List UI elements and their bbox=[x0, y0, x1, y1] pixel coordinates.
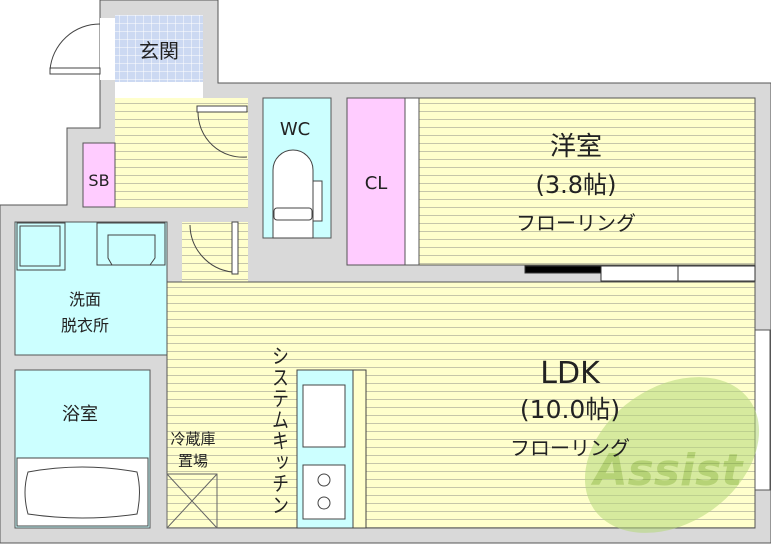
sb-storage[interactable] bbox=[82, 142, 116, 208]
stove-icon bbox=[302, 464, 346, 520]
ldk-size: (10.0帖) bbox=[520, 395, 620, 424]
wc-door[interactable] bbox=[196, 105, 248, 158]
cl-label: CL bbox=[365, 173, 388, 194]
entrance-door[interactable] bbox=[49, 18, 115, 80]
genkan-floor bbox=[115, 15, 203, 82]
hallway-door[interactable] bbox=[189, 221, 239, 275]
senmen-label-2: 脱衣所 bbox=[61, 316, 109, 335]
youshitsu-floor bbox=[418, 97, 756, 266]
sink-icon bbox=[302, 384, 346, 448]
kitchen-label: システムキッチン bbox=[268, 345, 288, 515]
youshitsu-name: 洋室 bbox=[550, 132, 602, 162]
fridge-label-2: 置場 bbox=[178, 452, 208, 470]
genkan-label: 玄関 bbox=[139, 39, 179, 63]
washing-machine-icon bbox=[16, 222, 66, 271]
yokushitsu-label: 浴室 bbox=[62, 404, 98, 425]
hallway-floor bbox=[115, 98, 248, 208]
svg-text:Assist: Assist bbox=[591, 445, 745, 496]
assist-watermark: Assist bbox=[584, 377, 760, 533]
youshitsu-sliding-door[interactable] bbox=[524, 265, 756, 282]
youshitsu-size: (3.8帖) bbox=[536, 171, 617, 199]
ldk-name: LDK bbox=[540, 356, 601, 391]
toilet-icon bbox=[272, 149, 323, 239]
fridge-label-1: 冷蔵庫 bbox=[170, 430, 215, 448]
ldk-window bbox=[754, 329, 771, 491]
youshitsu-floor-type: フローリング bbox=[516, 211, 636, 235]
bathtub-icon bbox=[16, 457, 149, 527]
ldk-floor-type: フローリング bbox=[510, 436, 630, 460]
senmen-label-1: 洗面 bbox=[69, 290, 101, 309]
kitchen-counter bbox=[296, 369, 367, 529]
washbasin-icon bbox=[96, 222, 166, 266]
wc-label: WC bbox=[280, 119, 310, 140]
fridge-space bbox=[166, 473, 218, 529]
sb-label: SB bbox=[88, 171, 109, 190]
